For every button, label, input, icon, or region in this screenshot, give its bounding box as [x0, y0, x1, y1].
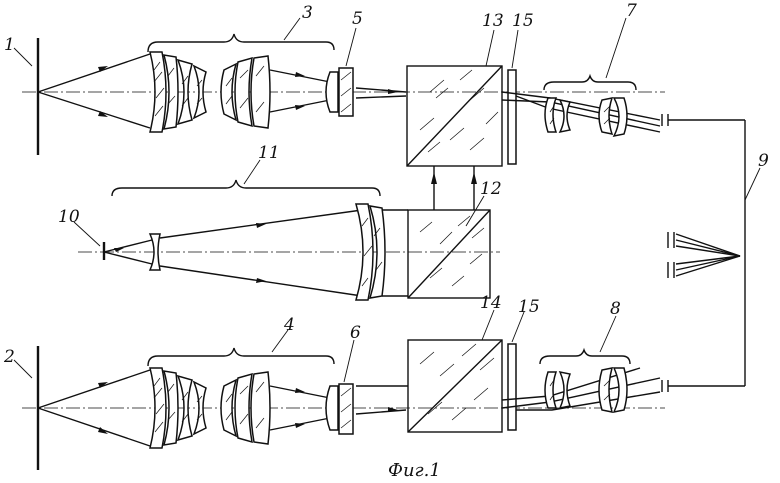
label-11: 11 [258, 143, 280, 163]
label-9: 9 [758, 151, 769, 171]
ray-arrow [98, 111, 108, 117]
label-8: 8 [610, 299, 621, 319]
ray-arrow [295, 388, 305, 393]
ray-lower-bottom [37, 407, 151, 447]
label-6: 6 [350, 323, 361, 343]
ray-upper-top [37, 53, 151, 93]
label-2: 2 [3, 347, 15, 367]
ray-arrow [295, 423, 305, 428]
ray-lower-top [37, 369, 151, 409]
ray-src-bottom [103, 251, 153, 265]
brace-11 [111, 179, 381, 197]
ray-arrow [471, 172, 477, 184]
ray-src-top [103, 239, 153, 253]
label-14: 14 [480, 293, 502, 313]
prism-12 [407, 209, 491, 299]
leader-3 [283, 17, 301, 41]
upper-channel [13, 17, 745, 167]
leader-1 [13, 47, 33, 67]
plate-15-lower [507, 343, 517, 431]
leader-12 [465, 195, 485, 227]
ray-arrow [388, 89, 398, 94]
label-7: 7 [626, 1, 637, 21]
reference-labels: 1 2 3 4 5 6 7 8 9 10 11 12 13 14 15 15 [3, 1, 769, 367]
prism-13 [406, 65, 503, 167]
leader-14 [481, 309, 495, 341]
label-12: 12 [480, 179, 502, 199]
leader-8 [599, 315, 617, 353]
leader-9 [744, 167, 761, 201]
label-5: 5 [352, 9, 363, 29]
ray-arrow [114, 248, 124, 252]
label-10: 10 [58, 207, 80, 227]
label-4: 4 [283, 315, 295, 335]
eyepiece-8 [544, 367, 628, 414]
label-15-upper: 15 [512, 11, 534, 31]
brace-8 [539, 347, 631, 365]
ray-arrow [98, 427, 108, 434]
label-1: 1 [4, 35, 15, 55]
ray-upper-to-prism-b [355, 95, 407, 99]
lens-11-negative [148, 233, 161, 271]
brace-7 [543, 73, 637, 91]
lens-5 [325, 67, 354, 117]
ray-lower-to-prism-b [355, 409, 407, 415]
ray-arrow [98, 382, 108, 388]
ray-upper-to-prism-a [355, 87, 407, 93]
leader-15a [511, 29, 519, 69]
observer-group-9 [667, 120, 761, 386]
lens-group-4 [149, 367, 271, 449]
leader-13 [485, 29, 495, 67]
leader-10 [73, 221, 101, 247]
leader-6 [343, 339, 355, 383]
ray-out-lower-2 [501, 377, 661, 409]
ray-arrow [256, 223, 266, 228]
ray-upper-bottom [37, 91, 151, 129]
ray-arrow [295, 105, 305, 110]
ray-arrow [388, 407, 398, 412]
eyepiece-7 [544, 97, 628, 138]
lower-channel [13, 309, 745, 470]
brace-3 [147, 33, 335, 53]
lens-6 [325, 383, 354, 435]
label-13: 13 [482, 11, 504, 31]
prism-14 [407, 339, 503, 433]
ray-out-upper-1 [501, 91, 661, 121]
leader-15b [511, 311, 525, 343]
leader-2 [13, 359, 33, 379]
ray-arrow [98, 66, 108, 72]
leader-4 [271, 329, 289, 353]
leader-7 [605, 17, 627, 79]
brace-4 [147, 347, 335, 367]
leader-11 [243, 159, 261, 185]
illumination-channel [73, 159, 500, 301]
ray-arrow [295, 72, 305, 77]
ray-arrow [256, 278, 266, 283]
plate-15-upper [507, 69, 517, 165]
ray-arrow [431, 172, 437, 184]
eye-ray [675, 233, 741, 257]
figure-caption: Фиг.1 [388, 460, 441, 481]
label-15-lower: 15 [518, 297, 540, 317]
ray-out-lower-3 [516, 391, 661, 411]
leader-5 [345, 27, 357, 67]
label-3: 3 [302, 3, 313, 23]
lens-group-3 [149, 51, 271, 133]
lens-11-collimator [355, 203, 386, 301]
